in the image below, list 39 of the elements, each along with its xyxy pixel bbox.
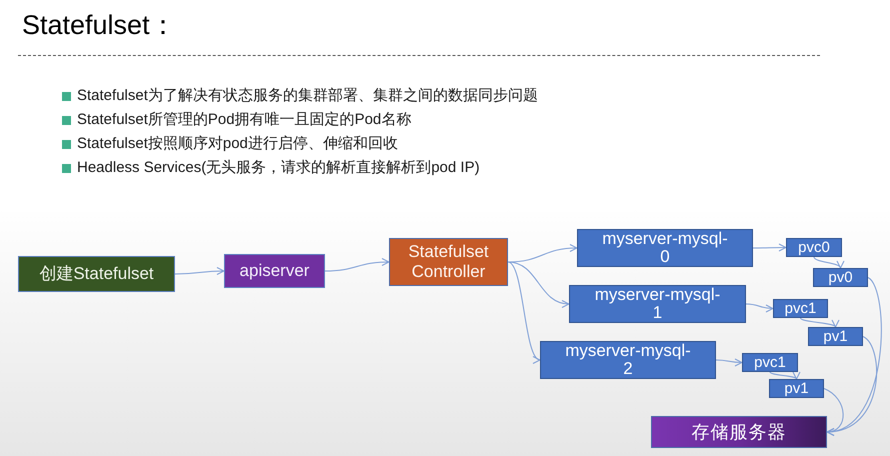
connector-arrow — [746, 304, 774, 312]
node-label: pv0 — [828, 270, 853, 286]
node-label: pvc1 — [754, 354, 786, 370]
connector-arrow — [752, 244, 786, 252]
node-label: pv1 — [784, 380, 809, 396]
node-label: 存储服务器 — [692, 421, 786, 443]
node-label: 创建Statefulset — [39, 264, 154, 284]
process-box — [651, 416, 827, 448]
node-label: pvc0 — [798, 240, 830, 256]
node-label: pv1 — [823, 328, 848, 344]
process-box — [773, 299, 828, 318]
process-box — [389, 238, 508, 286]
process-box — [18, 256, 175, 292]
connector-arrow — [324, 258, 390, 272]
connector-arrow — [814, 256, 842, 268]
slide-title: Statefulset： — [22, 9, 177, 42]
process-box — [577, 229, 753, 267]
process-box — [769, 379, 824, 398]
connector-arrow — [716, 358, 742, 366]
node-label: pvc1 — [784, 300, 816, 316]
connector-arrow — [824, 388, 844, 436]
process-box — [540, 341, 716, 379]
node-label: myserver-mysql-2 — [564, 342, 692, 378]
connector-arrow — [174, 267, 224, 276]
bullet-text: Statefulset为了解决有状态服务的集群部署、集群之间的数据同步问题 — [77, 86, 538, 106]
bullet-text: Statefulset所管理的Pod拥有唯一且固定的Pod名称 — [77, 110, 412, 130]
node-label: myserver-mysql-0 — [601, 230, 729, 266]
connector-arrow — [826, 336, 877, 436]
process-box — [224, 254, 325, 288]
process-box — [569, 285, 746, 323]
process-box — [786, 238, 842, 257]
process-box — [742, 353, 798, 372]
node-label: Statefulset Controller — [407, 242, 490, 282]
node-label: apiserver — [240, 261, 310, 281]
process-box — [808, 327, 863, 346]
process-box — [813, 268, 868, 287]
node-label: myserver-mysql-1 — [594, 286, 722, 322]
bullet-text: Headless Services(无头服务，请求的解析直接解析到pod IP) — [77, 158, 480, 178]
bullet-text: Statefulset按照顺序对pod进行启停、伸缩和回收 — [77, 134, 398, 154]
